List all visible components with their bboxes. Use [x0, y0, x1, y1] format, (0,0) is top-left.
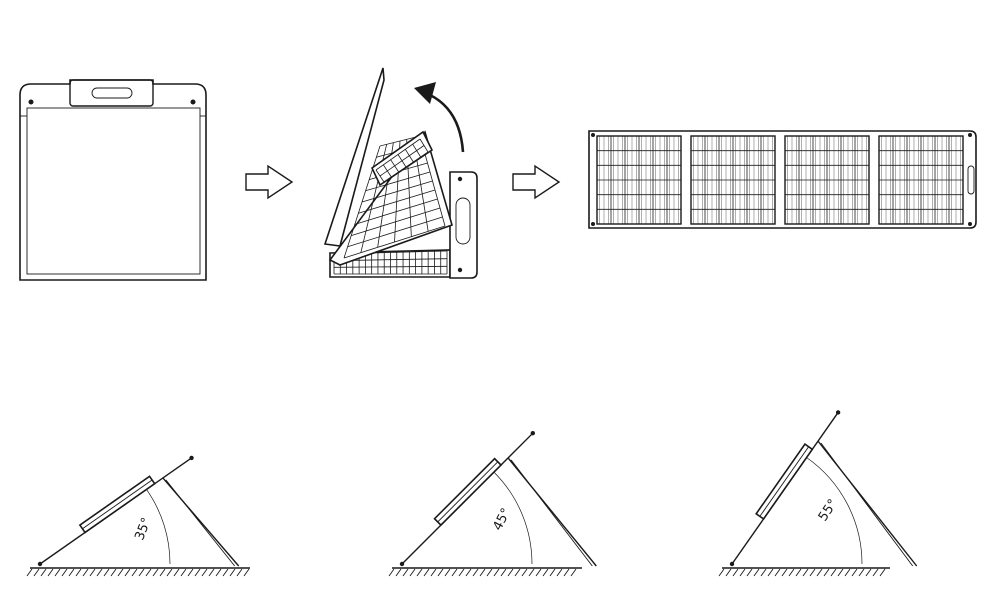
unfolded-panel: [588, 130, 977, 229]
grommet: [28, 99, 34, 105]
solar-panel: [878, 135, 964, 225]
panel-cells: [375, 138, 429, 183]
stand-diagram-35: 35°: [26, 455, 250, 577]
solar-panel: [784, 135, 870, 225]
solar-panels: [596, 135, 964, 225]
handle-icon: [967, 165, 975, 195]
solar-panel: [690, 135, 776, 225]
unfolding-panel: [323, 67, 478, 279]
stand-diagram-55: 55°: [718, 410, 918, 577]
folded-panel: [19, 79, 207, 281]
stand-diagram-45: 45°: [388, 430, 597, 577]
curved-arrow-icon: [414, 82, 465, 153]
right-arrow-icon: [245, 164, 294, 200]
solar-panel: [596, 135, 682, 225]
handle-icon: [69, 79, 154, 107]
right-arrow-icon: [512, 164, 561, 200]
angle-label: 55°: [816, 497, 841, 524]
stand-angle-diagrams: 35° 45° 55°: [26, 410, 918, 577]
angle-label: 45°: [490, 506, 514, 533]
angle-label: 35°: [132, 516, 154, 543]
grommet: [190, 99, 196, 105]
handle-icon: [455, 197, 471, 245]
